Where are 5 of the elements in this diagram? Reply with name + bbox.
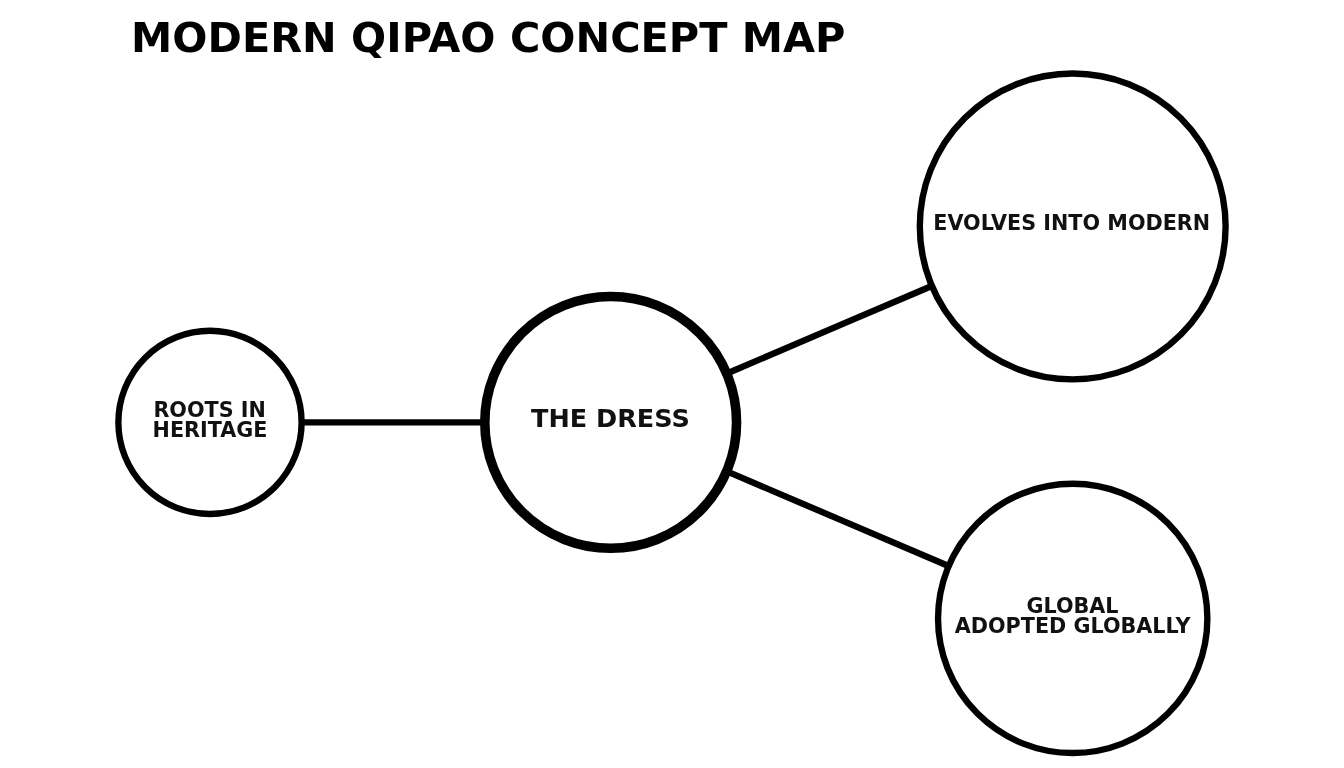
node-circle: GLOBAL ADOPTED GLOBALLY: [934, 480, 1211, 757]
node-circle: ROOTS IN HERITAGE: [115, 327, 305, 518]
diagram-title: MODERN QIPAO CONCEPT MAP: [131, 14, 846, 63]
node-circle: EVOLVES INTO MODERN: [916, 70, 1229, 383]
node-circle: THE DRESS: [480, 291, 742, 554]
